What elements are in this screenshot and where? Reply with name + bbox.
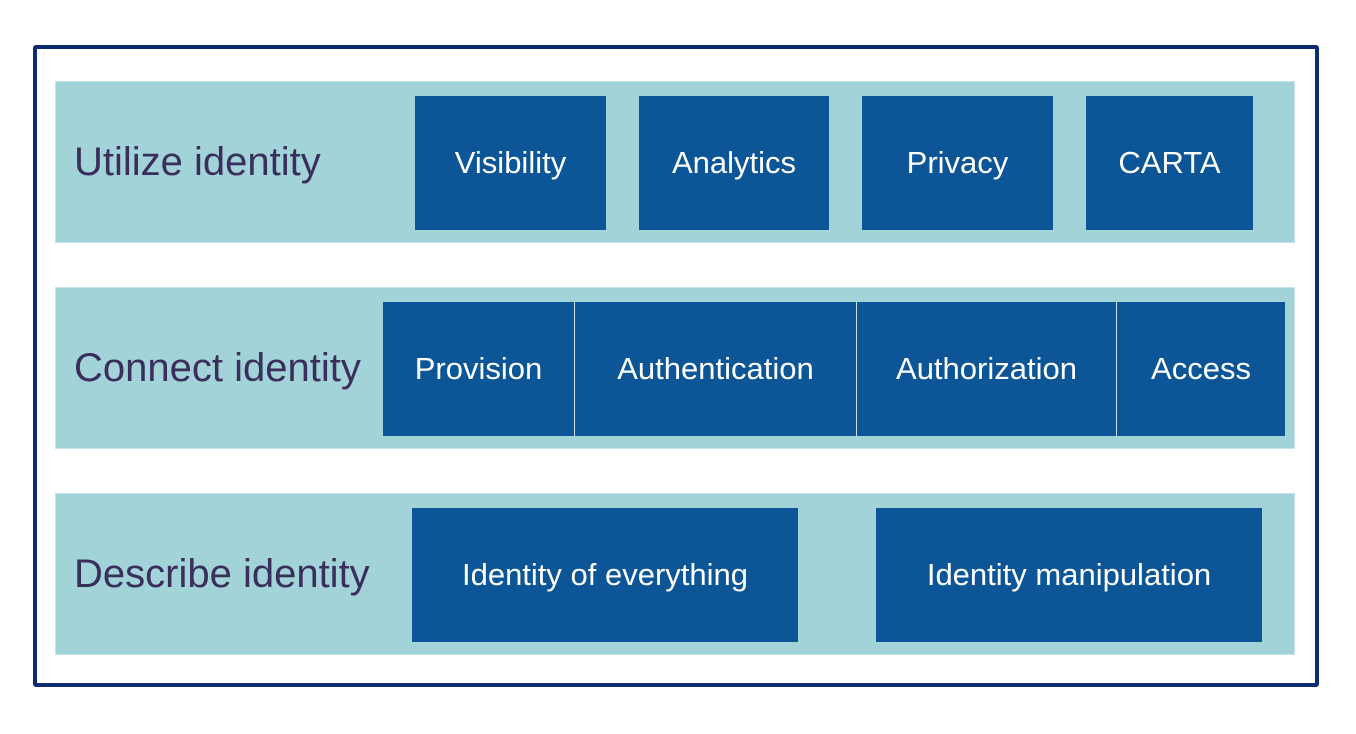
box-access: Access [1117,302,1285,436]
layer-label-utilize: Utilize identity [74,140,321,184]
box-identity-manipulation: Identity manipulation [876,508,1262,642]
layer-describe-identity: Describe identity Identity of everything… [55,493,1295,655]
diagram-frame: Utilize identity Visibility Analytics Pr… [33,45,1319,687]
box-authentication: Authentication [575,302,857,436]
layer-connect-identity: Connect identity Provision Authenticatio… [55,287,1295,449]
box-privacy: Privacy [862,96,1053,230]
box-authorization: Authorization [857,302,1117,436]
layer-label-connect: Connect identity [74,346,361,390]
box-carta: CARTA [1086,96,1253,230]
box-identity-of-everything: Identity of everything [412,508,798,642]
layer-utilize-identity: Utilize identity Visibility Analytics Pr… [55,81,1295,243]
box-visibility: Visibility [415,96,606,230]
box-analytics: Analytics [639,96,829,230]
layer-label-describe: Describe identity [74,552,370,596]
box-provision: Provision [383,302,575,436]
